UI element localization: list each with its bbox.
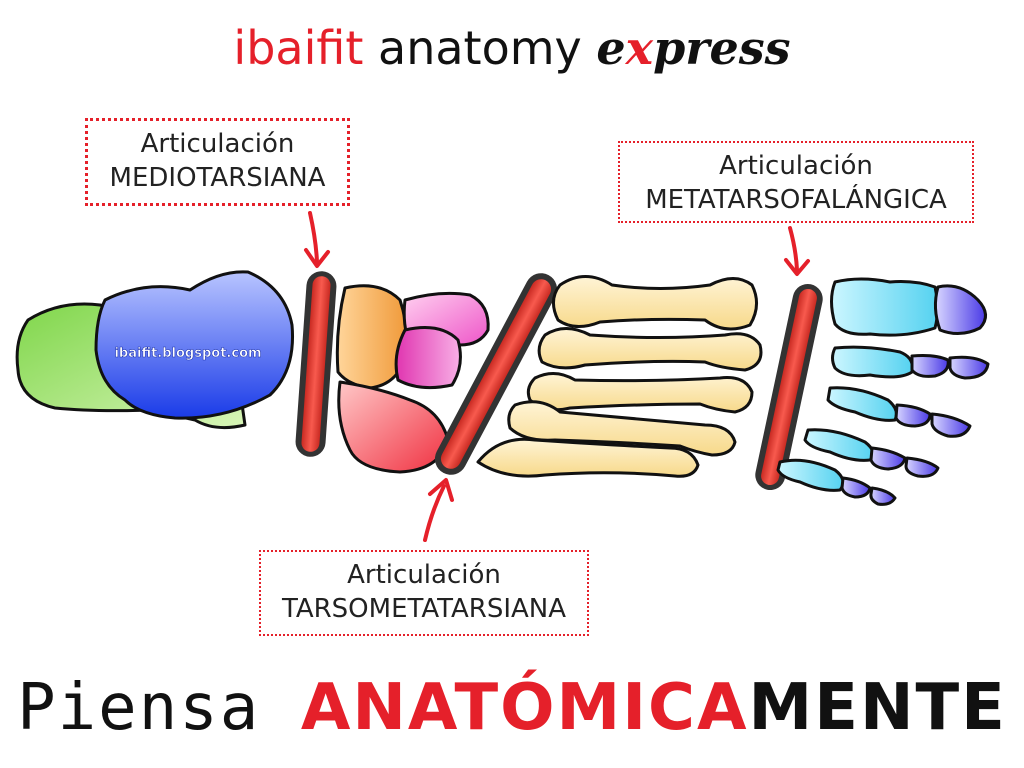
toe-2-distal-phalanx — [948, 355, 990, 380]
cuboid-bone — [337, 380, 450, 474]
footer-part1: Piensa — [17, 671, 301, 745]
metatarsal-3-bone — [526, 372, 754, 414]
label-tarsometatarsiana: Articulación TARSOMETATARSIANA — [259, 550, 589, 636]
label-mediotarsiana: Articulación MEDIOTARSIANA — [85, 118, 350, 206]
title-express: express — [596, 21, 790, 75]
label-mediotarsiana-line1: Articulación — [140, 129, 295, 159]
metatarsofalangica-arrow — [784, 226, 810, 276]
footer-part3: MENTE — [748, 671, 1007, 745]
toe-3-middle-phalanx — [894, 403, 932, 428]
footer-part2: ANATÓMICA — [300, 671, 749, 745]
tarsometatarsiana-arrow — [423, 478, 454, 542]
toe-4-distal-phalanx — [904, 456, 940, 478]
hallux-distal-phalanx — [933, 284, 987, 335]
navicular-bone — [335, 284, 409, 390]
title-express-post: press — [653, 21, 791, 75]
label-tarsometatarsiana-line1: Articulación — [347, 560, 501, 590]
footer-slogan: Piensa ANATÓMICAMENTE — [0, 668, 1024, 748]
toe-4-middle-phalanx — [869, 446, 907, 471]
toe-3-distal-phalanx — [930, 412, 972, 438]
title-express-pre: e — [596, 21, 626, 75]
metatarsal-2-bone — [537, 327, 763, 372]
toe-2-proximal-phalanx — [831, 345, 914, 379]
mediotarsiana-arrow — [304, 211, 330, 268]
label-mediotarsiana-line2: MEDIOTARSIANA — [109, 163, 326, 193]
talus-bone — [94, 270, 295, 420]
cuneiform-lateral-bone — [394, 326, 462, 390]
metatarsal-5-bone — [476, 437, 700, 478]
title-middle: anatomy — [363, 21, 597, 75]
metatarsal-4-bone — [507, 400, 737, 457]
hallux-proximal-phalanx — [830, 277, 939, 337]
metatarsal-1-bone — [552, 275, 758, 331]
title-express-x: x — [625, 21, 654, 75]
label-metatarsofalangica-line1: Articulación — [719, 151, 873, 181]
title-brand: ibaifit — [233, 21, 364, 75]
toe-5-distal-phalanx — [869, 486, 897, 506]
watermark-text: ibaifit.blogspot.com — [114, 346, 261, 361]
toe-5-proximal-phalanx — [776, 458, 845, 492]
label-metatarsofalangica-line2: METATARSOFALÁNGICA — [645, 185, 947, 215]
page-title: ibaifit anatomy express — [0, 18, 1024, 78]
toe-3-proximal-phalanx — [826, 386, 898, 422]
toe-4-proximal-phalanx — [803, 428, 875, 462]
toe-5-middle-phalanx — [840, 476, 872, 499]
toe-2-middle-phalanx — [910, 354, 950, 378]
label-tarsometatarsiana-line2: TARSOMETATARSIANA — [281, 594, 567, 624]
label-metatarsofalangica: Articulación METATARSOFALÁNGICA — [618, 141, 974, 223]
